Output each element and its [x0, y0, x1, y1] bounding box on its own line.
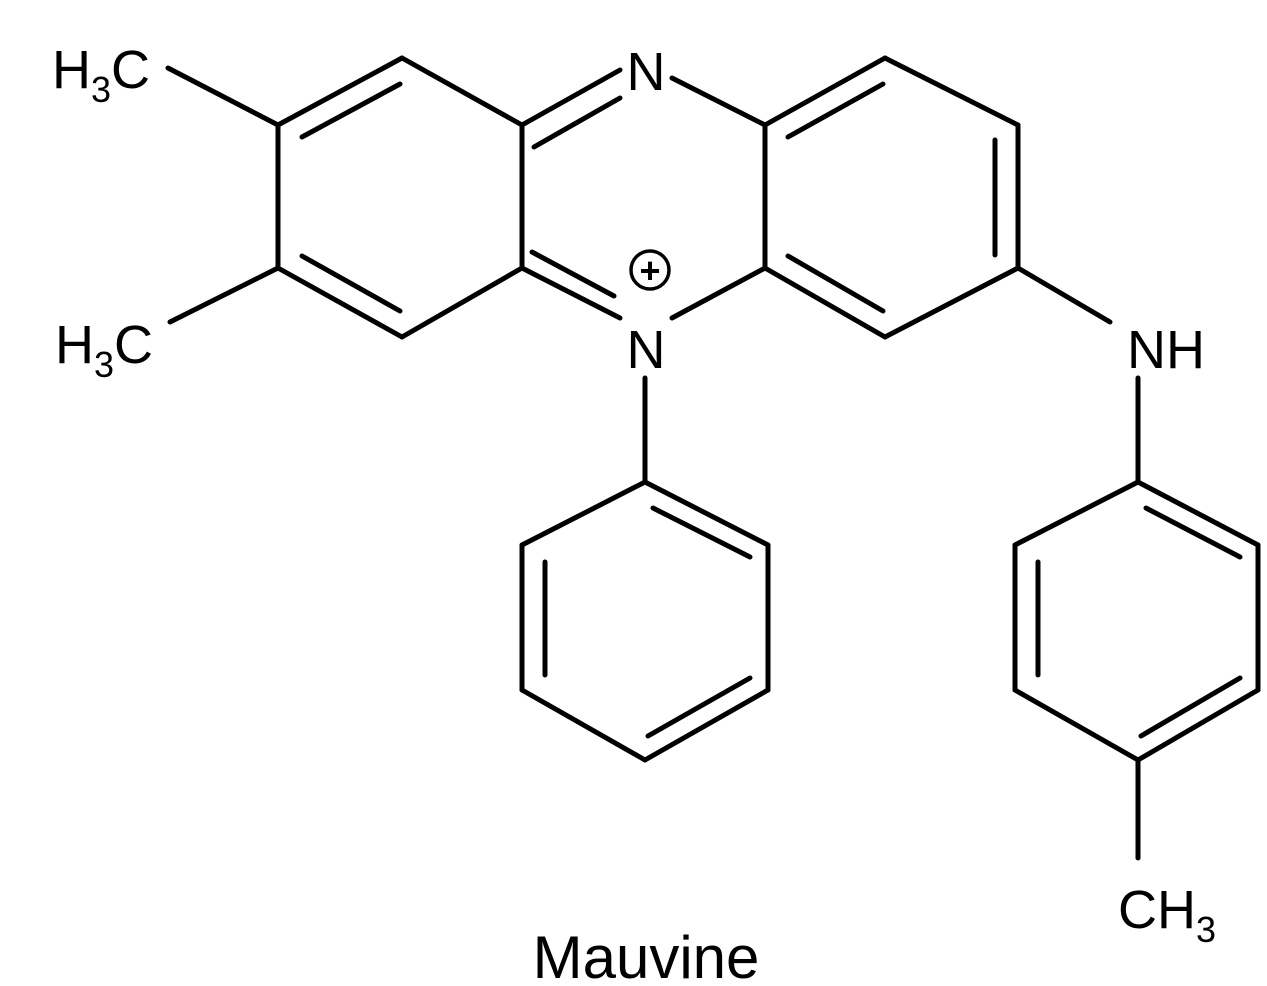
bond-left-ring-5 — [275, 265, 405, 340]
methyl-bottom-label: CH3 — [1118, 880, 1216, 950]
bond-lines — [165, 55, 1261, 861]
bond-right-ring-1-inner — [785, 81, 886, 140]
bond-tolyl-3-inner — [1138, 675, 1243, 739]
bond-right-ring-5 — [762, 265, 888, 340]
bond-tolyl-1-inner — [1143, 505, 1243, 560]
bond-right-ring-2 — [882, 55, 1021, 128]
bond-methyl-top — [165, 65, 281, 128]
bond-phenyl-1-inner — [650, 505, 753, 560]
bond-left-ring-5-inner — [299, 253, 403, 314]
bond-left-ring-4 — [399, 265, 525, 340]
amine-nh-label: NH — [1127, 320, 1205, 380]
bond-central-n-top-c — [669, 75, 768, 128]
methyl-top-subscript: 3 — [91, 69, 111, 110]
bond-tolyl-1 — [1135, 479, 1261, 548]
bond-left-ring-2 — [399, 55, 525, 128]
methyl-mid-subscript: 3 — [94, 344, 114, 385]
bond-central-c-n-top — [519, 67, 623, 128]
bond-tolyl-4 — [1012, 687, 1141, 763]
bond-phenyl-4 — [519, 687, 648, 763]
methyl-top-c: C — [111, 40, 150, 100]
bond-central-n-charged-c — [519, 265, 623, 321]
methyl-top-h: H — [52, 40, 91, 100]
bond-ring-to-amine — [1015, 265, 1113, 325]
bond-phenyl-3-inner — [645, 675, 753, 739]
bond-right-ring-1 — [762, 55, 888, 128]
methyl-mid-h: H — [55, 315, 94, 375]
methyl-mid-label: H3C — [55, 315, 153, 385]
methyl-mid-c: C — [114, 315, 153, 375]
methyl-top-label: H3C — [52, 40, 150, 110]
atom-labels: H3C H3C N + N NH CH3 — [52, 40, 1216, 950]
bond-tolyl-3 — [1135, 687, 1261, 763]
bond-phenyl-6 — [519, 479, 648, 548]
bond-phenyl-1 — [642, 479, 771, 548]
bond-right-ring-5-inner — [785, 253, 886, 314]
bond-central-n-charged-c-inner — [529, 249, 617, 299]
bond-central-c-n-charged — [669, 265, 768, 321]
molecule-name-caption: Mauvine — [533, 924, 760, 986]
bond-tolyl-6 — [1012, 479, 1141, 548]
positive-charge-badge: + — [629, 249, 671, 291]
methyl-bottom-subscript: 3 — [1196, 909, 1216, 950]
ring-nitrogen-top: N — [627, 42, 666, 102]
bond-left-ring-1 — [275, 55, 405, 128]
bond-methyl-mid — [167, 265, 281, 325]
methyl-bottom-ch: CH — [1118, 880, 1196, 940]
bond-central-c-n-top-inner — [531, 95, 623, 150]
bond-right-ring-4 — [882, 265, 1021, 340]
charge-symbol: + — [639, 250, 660, 291]
ring-nitrogen-charged: N — [627, 320, 666, 380]
bond-phenyl-3 — [642, 687, 771, 763]
bond-left-ring-1-inner — [299, 81, 403, 140]
